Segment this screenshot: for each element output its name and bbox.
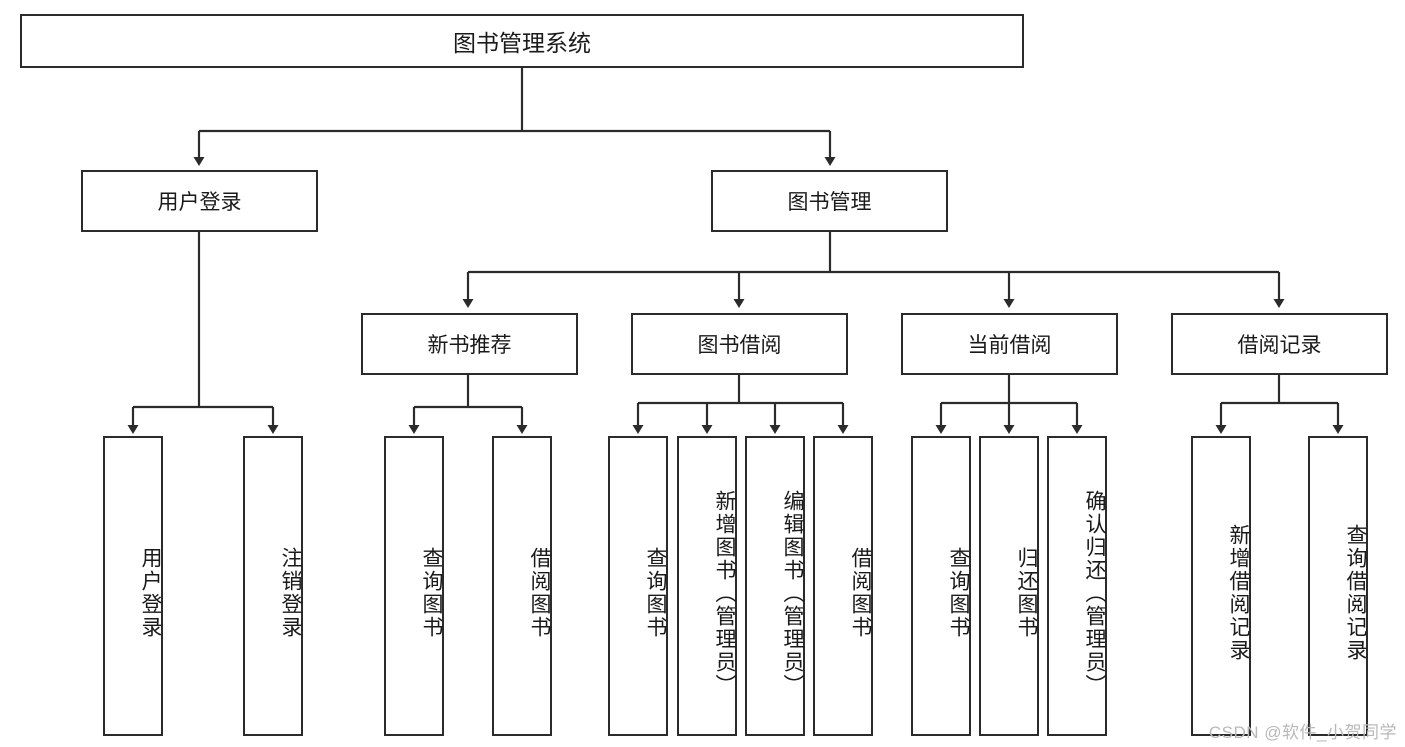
leaf-borrow-book-1-label: 借阅图书 [528,547,551,639]
leaf-query-book-2-label: 查询图书 [644,547,667,639]
leaf-query-book-2[interactable]: 查询图书 [608,436,668,736]
leaf-logout-label: 注销登录 [279,547,302,639]
leaf-edit-book-label: 编辑图书（管理员） [781,489,804,697]
leaf-borrow-book-1[interactable]: 借阅图书 [492,436,552,736]
leaf-return-book[interactable]: 归还图书 [979,436,1039,736]
leaf-query-book-1[interactable]: 查询图书 [384,436,444,736]
leaf-query-book-3[interactable]: 查询图书 [911,436,971,736]
leaf-confirm-return-label: 确认归还（管理员） [1083,489,1106,697]
leaf-confirm-return[interactable]: 确认归还（管理员） [1047,436,1107,736]
node-root-label: 图书管理系统 [453,30,591,56]
node-book-borrow[interactable]: 图书借阅 [631,313,848,375]
node-user-login-label: 用户登录 [157,191,242,214]
leaf-add-borrow-record-label: 新增借阅记录 [1227,524,1250,662]
leaf-query-borrow-record-label: 查询借阅记录 [1344,524,1367,662]
node-borrow-record-label: 借阅记录 [1237,334,1322,357]
node-user-login[interactable]: 用户登录 [81,170,318,232]
leaf-add-book[interactable]: 新增图书（管理员） [677,436,737,736]
leaf-user-login[interactable]: 用户登录 [103,436,163,736]
node-book-management-label: 图书管理 [787,191,872,214]
leaf-query-book-3-label: 查询图书 [947,547,970,639]
leaf-query-borrow-record[interactable]: 查询借阅记录 [1308,436,1368,736]
node-new-book-recommend[interactable]: 新书推荐 [361,313,578,375]
node-current-borrow-label: 当前借阅 [967,334,1052,357]
leaf-borrow-book-2-label: 借阅图书 [849,547,872,639]
watermark: CSDN @软件_小贺同学 [1208,723,1397,742]
leaf-edit-book[interactable]: 编辑图书（管理员） [745,436,805,736]
leaf-add-book-label: 新增图书（管理员） [713,489,736,697]
leaf-return-book-label: 归还图书 [1015,547,1038,639]
leaf-user-login-label: 用户登录 [139,547,162,639]
leaf-query-book-1-label: 查询图书 [420,547,443,639]
node-borrow-record[interactable]: 借阅记录 [1171,313,1388,375]
node-new-book-recommend-label: 新书推荐 [427,334,512,357]
node-book-borrow-label: 图书借阅 [697,334,782,357]
leaf-add-borrow-record[interactable]: 新增借阅记录 [1191,436,1251,736]
node-root[interactable]: 图书管理系统 [20,14,1024,68]
node-book-management[interactable]: 图书管理 [711,170,948,232]
leaf-borrow-book-2[interactable]: 借阅图书 [813,436,873,736]
node-current-borrow[interactable]: 当前借阅 [901,313,1118,375]
leaf-logout[interactable]: 注销登录 [243,436,303,736]
